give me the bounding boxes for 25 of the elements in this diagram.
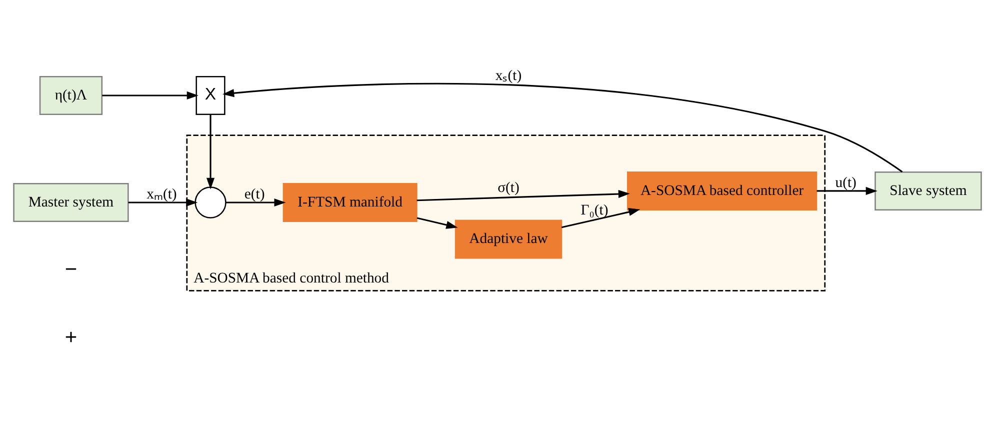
arrow (225, 198, 286, 206)
arrow (560, 208, 640, 228)
arrow (102, 90, 198, 100)
edge-label: Γ₀(t) (580, 202, 608, 218)
node-box: Adaptive law (454, 219, 562, 258)
node-box: η(t)Λ (38, 75, 102, 114)
label: + (64, 326, 77, 349)
edge-label: xₛ(t) (494, 67, 522, 84)
arrow (128, 198, 198, 206)
arrow (222, 82, 902, 172)
edge-label: u(t) (834, 174, 856, 190)
arrow (206, 114, 214, 189)
node-box: I-FTSM manifold (282, 182, 417, 222)
node-box: Master system (12, 182, 128, 222)
arrow (416, 189, 630, 201)
edge-label: xₘ(t) (146, 186, 176, 202)
edge-label: e(t) (244, 186, 264, 202)
label: − (64, 257, 77, 280)
node-box: X (195, 75, 225, 114)
arrow (416, 216, 458, 228)
edge-label: σ(t) (497, 180, 519, 196)
node-box: A-SOSMA based controller (626, 170, 817, 210)
node-circle (194, 186, 226, 218)
arrow (816, 186, 877, 195)
node-box: Slave system (874, 170, 982, 210)
